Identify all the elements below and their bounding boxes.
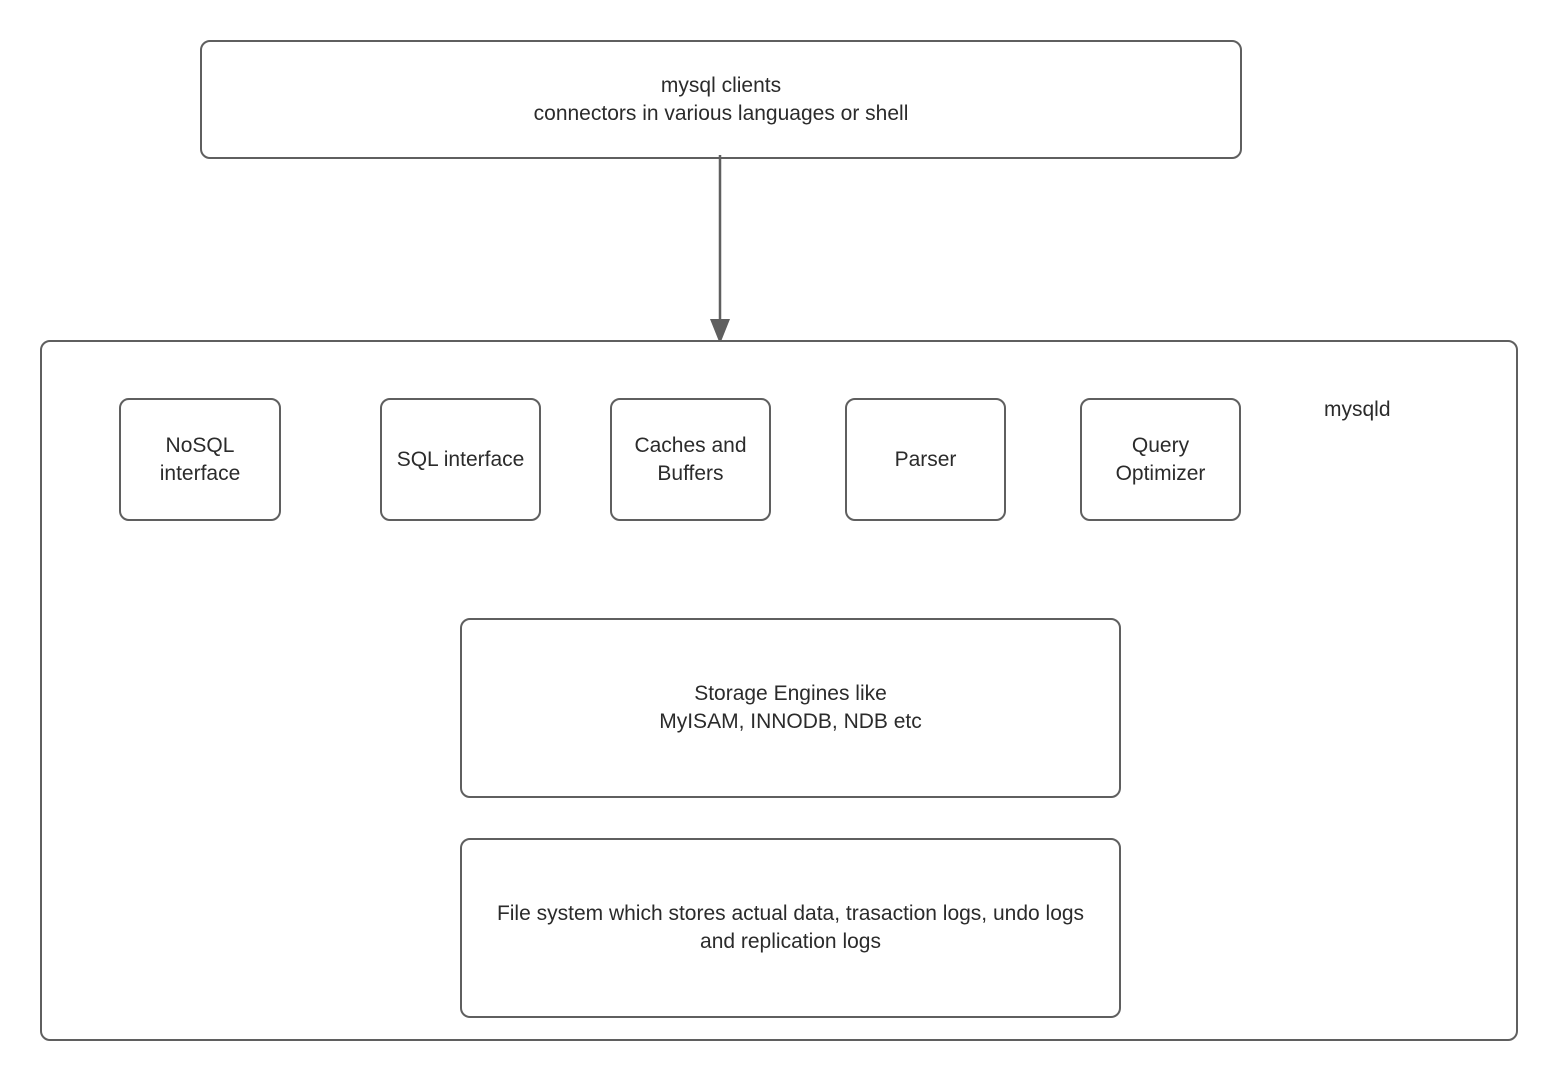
node-parser-label: Parser	[894, 447, 957, 471]
node-file-system-label: File system which stores actual data, tr…	[496, 902, 1085, 953]
node-sql-interface: SQL interface	[380, 398, 541, 521]
node-nosql-interface-label: NoSQL interface	[159, 433, 241, 485]
node-nosql-interface: NoSQL interface	[119, 398, 281, 521]
node-caches-and-buffers-label: Caches and Buffers	[634, 433, 747, 485]
node-query-optimizer: Query Optimizer	[1080, 398, 1241, 521]
node-mysqld-label: mysqld	[1324, 398, 1391, 421]
node-parser: Parser	[845, 398, 1006, 521]
node-mysql-clients: mysql clients connectors in various lang…	[200, 40, 1242, 159]
node-sql-interface-label: SQL interface	[396, 447, 525, 471]
node-file-system: File system which stores actual data, tr…	[460, 838, 1121, 1018]
arrow-head-icon	[710, 319, 730, 344]
node-storage-engines-label: Storage Engines like MyISAM, INNODB, NDB…	[659, 682, 922, 733]
node-caches-and-buffers: Caches and Buffers	[610, 398, 771, 521]
node-storage-engines: Storage Engines like MyISAM, INNODB, NDB…	[460, 618, 1121, 798]
node-query-optimizer-label: Query Optimizer	[1115, 433, 1206, 485]
arrow-clients-to-mysqld	[710, 155, 730, 344]
node-mysql-clients-label: mysql clients connectors in various lang…	[533, 73, 909, 125]
